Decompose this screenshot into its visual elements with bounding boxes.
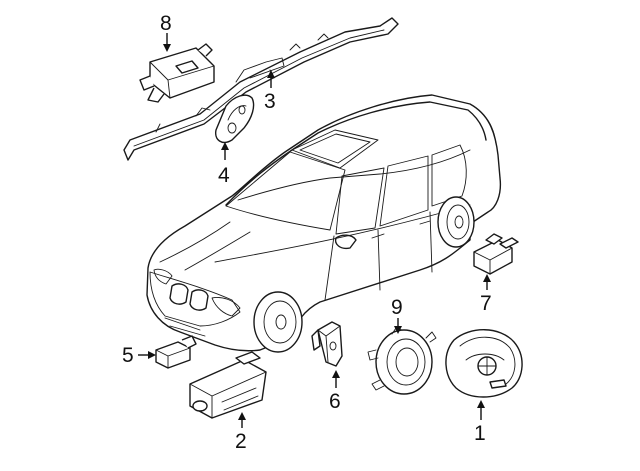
callout-label-5: 5 [122,344,134,367]
part-2-passenger-airbag [189,351,267,419]
callout-label-7: 7 [480,292,492,315]
callout-label-1: 1 [474,422,486,445]
callout-label-8: 8 [160,12,172,35]
part-6-bracket [311,321,343,367]
callout-label-6: 6 [329,390,341,413]
callout-label-9: 9 [391,296,403,319]
car-illustration [146,94,502,353]
part-5-sensor [155,335,197,369]
part-9-clock-spring [367,327,437,395]
callout-label-4: 4 [218,164,230,187]
callout-arrows [138,33,491,428]
part-8-control-module [139,43,215,103]
part-7-impact-sensor [473,233,519,275]
part-4-side-sensor [215,94,255,144]
callout-label-2: 2 [235,430,247,453]
part-1-driver-airbag [445,329,523,398]
callout-label-3: 3 [264,90,276,113]
part-3-curtain-airbag [123,17,399,161]
